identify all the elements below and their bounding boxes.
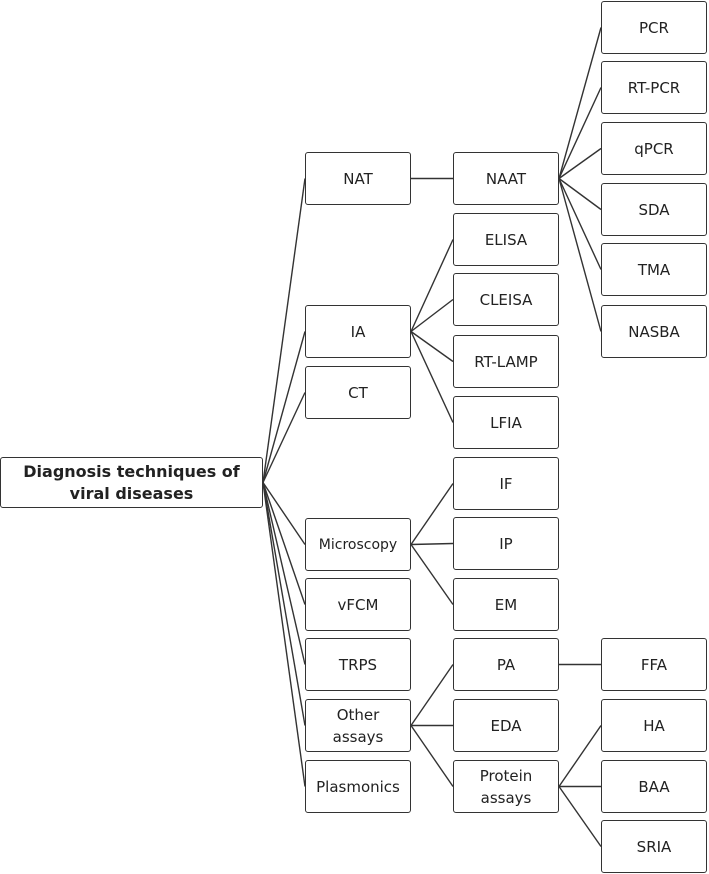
node-nat-label: NAT — [343, 169, 373, 188]
node-eda: EDA — [453, 699, 559, 752]
node-rt-lamp-label: RT-LAMP — [474, 352, 538, 371]
node-plasmonics: Plasmonics — [305, 760, 411, 813]
edge-root-nat — [262, 178, 306, 483]
node-pcr: PCR — [601, 1, 707, 54]
node-baa-label: BAA — [638, 777, 670, 796]
node-rt-pcr-label: RT-PCR — [627, 78, 681, 97]
node-ia: IA — [305, 305, 411, 358]
node-tma: TMA — [601, 243, 707, 296]
node-trps: TRPS — [305, 638, 411, 691]
edge-other-pa — [410, 664, 454, 726]
edge-ia-elisa — [410, 239, 454, 332]
node-other-assays-line-2: assays — [332, 727, 384, 746]
node-trps-label: TRPS — [338, 655, 378, 674]
node-naat: NAAT — [453, 152, 559, 205]
edge-naat-sda — [558, 177, 602, 211]
node-rt-pcr: RT-PCR — [601, 61, 707, 114]
node-baa: BAA — [601, 760, 707, 813]
edge-root-ct — [262, 392, 306, 483]
node-elisa: ELISA — [453, 213, 559, 266]
node-qpcr-label: qPCR — [634, 139, 674, 158]
edge-other-protein — [410, 725, 454, 787]
node-other-assays-line-1: Other — [336, 705, 380, 724]
edge-root-ia — [262, 331, 306, 483]
root-label-line-2: viral diseases — [69, 483, 194, 503]
node-ip-label: IP — [499, 534, 513, 553]
node-eda-label: EDA — [490, 716, 522, 735]
node-if: IF — [453, 457, 559, 510]
root-label-line-1: Diagnosis techniques of — [23, 461, 240, 481]
root-node: Diagnosis techniques of viral diseases — [0, 457, 263, 508]
node-sda-label: SDA — [638, 200, 670, 219]
node-naat-label: NAAT — [485, 169, 527, 188]
node-other-assays: Other assays — [305, 699, 411, 752]
edge-ia-lfia — [410, 331, 454, 423]
node-cleisa-label: CLEISA — [479, 290, 533, 309]
edge-protein-ha — [558, 725, 602, 787]
node-protein-assays: Protein assays — [453, 760, 559, 813]
node-tma-label: TMA — [637, 260, 671, 279]
edge-naat-nasba — [558, 178, 602, 332]
node-ct-label: CT — [348, 383, 368, 402]
edge-microscopy-ip — [410, 542, 454, 546]
edge-microscopy-if — [410, 483, 454, 545]
edge-microscopy-em — [410, 544, 454, 605]
node-vfcm-label: vFCM — [337, 595, 379, 614]
node-em-label: EM — [494, 595, 518, 614]
node-pa-label: PA — [496, 655, 516, 674]
node-sria-label: SRIA — [636, 837, 672, 856]
node-protein-assays-line-2: assays — [480, 788, 532, 807]
node-cleisa: CLEISA — [453, 273, 559, 326]
node-plasmonics-label: Plasmonics — [316, 777, 400, 796]
node-qpcr: qPCR — [601, 122, 707, 175]
node-sda: SDA — [601, 183, 707, 236]
node-ia-label: IA — [350, 322, 366, 341]
node-rt-lamp: RT-LAMP — [453, 335, 559, 388]
edge-naat-tma — [558, 178, 602, 270]
node-nat: NAT — [305, 152, 411, 205]
node-microscopy-label: Microscopy — [318, 536, 398, 553]
node-ha: HA — [601, 699, 707, 752]
node-em: EM — [453, 578, 559, 631]
node-if-label: IF — [499, 474, 513, 493]
node-sria: SRIA — [601, 820, 707, 873]
node-ffa-label: FFA — [640, 655, 668, 674]
node-ha-label: HA — [643, 716, 665, 735]
edge-naat-pcr — [558, 27, 602, 179]
edge-root-other — [262, 482, 306, 726]
node-ip: IP — [453, 517, 559, 570]
node-lfia: LFIA — [453, 396, 559, 449]
node-nasba: NASBA — [601, 305, 707, 358]
node-ct: CT — [305, 366, 411, 419]
node-vfcm: vFCM — [305, 578, 411, 631]
node-protein-assays-line-1: Protein — [479, 766, 533, 785]
node-microscopy: Microscopy — [305, 518, 411, 571]
node-elisa-label: ELISA — [484, 230, 528, 249]
edge-naat-rtpcr — [558, 87, 602, 179]
edge-root-vfcm — [262, 482, 306, 605]
node-lfia-label: LFIA — [490, 413, 522, 432]
edge-naat-qpcr — [558, 147, 602, 180]
node-nasba-label: NASBA — [628, 322, 680, 341]
edge-root-microscopy — [262, 482, 306, 545]
node-pa: PA — [453, 638, 559, 691]
edge-protein-sria — [558, 786, 602, 847]
node-pcr-label: PCR — [639, 18, 669, 37]
edge-ia-cleisa — [410, 298, 454, 333]
edge-root-plasmonics — [262, 482, 306, 787]
edge-root-trps — [262, 482, 306, 665]
node-ffa: FFA — [601, 638, 707, 691]
edge-ia-rtlamp — [410, 330, 454, 363]
